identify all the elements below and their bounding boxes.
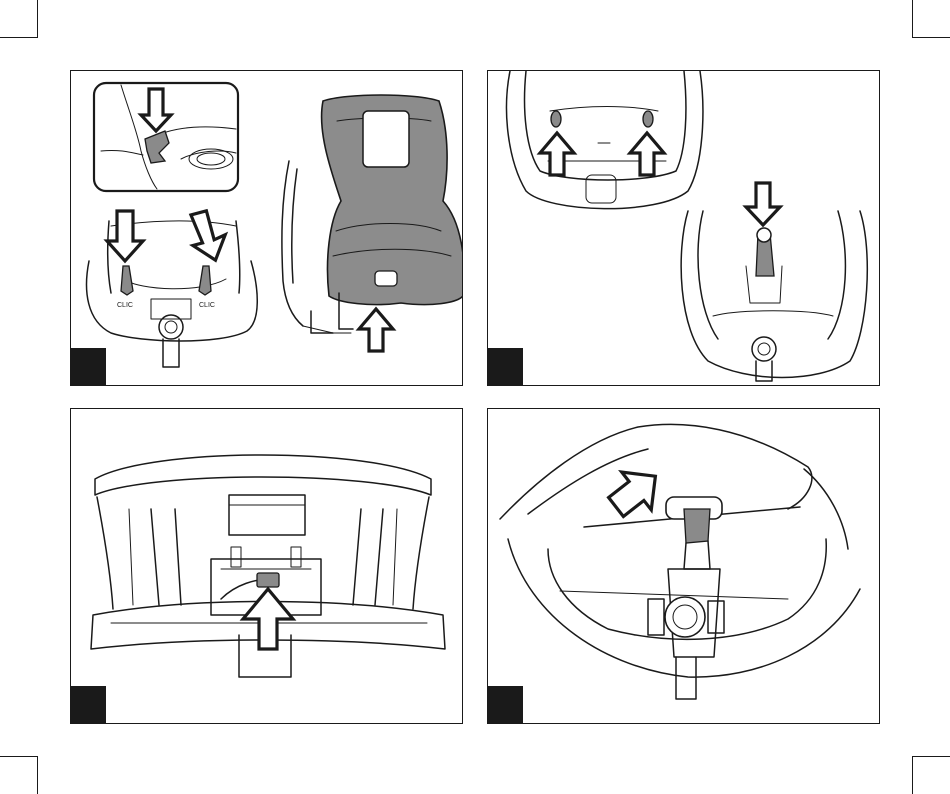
- step-badge: [71, 686, 106, 723]
- svg-text:CLIC: CLIC: [117, 302, 133, 309]
- seat-front-view: [681, 183, 867, 381]
- seat-top-view: [507, 71, 703, 209]
- panel-3: [70, 408, 463, 724]
- crop-mark-bottom-left-h: [0, 756, 37, 757]
- arrow-down-icon: [107, 211, 143, 261]
- panel-4: [487, 408, 880, 724]
- arrow-up-icon: [540, 133, 574, 175]
- svg-text:CLIC: CLIC: [199, 302, 215, 309]
- callout-inset: [94, 83, 238, 191]
- seat-rear-underside-view: [91, 455, 445, 677]
- panel-4-illustration: [488, 409, 880, 724]
- panel-2: [487, 70, 880, 386]
- crop-mark-bottom-right-h: [913, 756, 950, 757]
- panel-3-illustration: [71, 409, 463, 724]
- crop-mark-bottom-left-v: [37, 756, 38, 794]
- seat-base-front-view: CLIC CLIC: [87, 208, 258, 367]
- step-badge: [71, 348, 106, 385]
- panel-1: CLIC CLIC: [70, 70, 463, 386]
- arrow-down-icon: [185, 208, 231, 265]
- crop-mark-bottom-right-v: [912, 756, 913, 794]
- seat-shell-close-up: [500, 424, 860, 699]
- panel-1-illustration: CLIC CLIC: [71, 71, 463, 386]
- crop-mark-top-left-v: [37, 0, 38, 38]
- step-badge: [488, 348, 523, 385]
- step-badge: [488, 686, 523, 723]
- crop-mark-top-left-h: [0, 37, 37, 38]
- arrow-down-icon: [746, 183, 780, 225]
- crop-mark-top-right-h: [913, 37, 950, 38]
- arrow-diagonal-icon: [601, 457, 670, 526]
- arrow-up-icon: [359, 309, 393, 351]
- panel-2-illustration: [488, 71, 880, 386]
- crop-mark-top-right-v: [912, 0, 913, 38]
- arrow-up-icon: [630, 133, 664, 175]
- seat-with-cover-side-view: [282, 95, 463, 351]
